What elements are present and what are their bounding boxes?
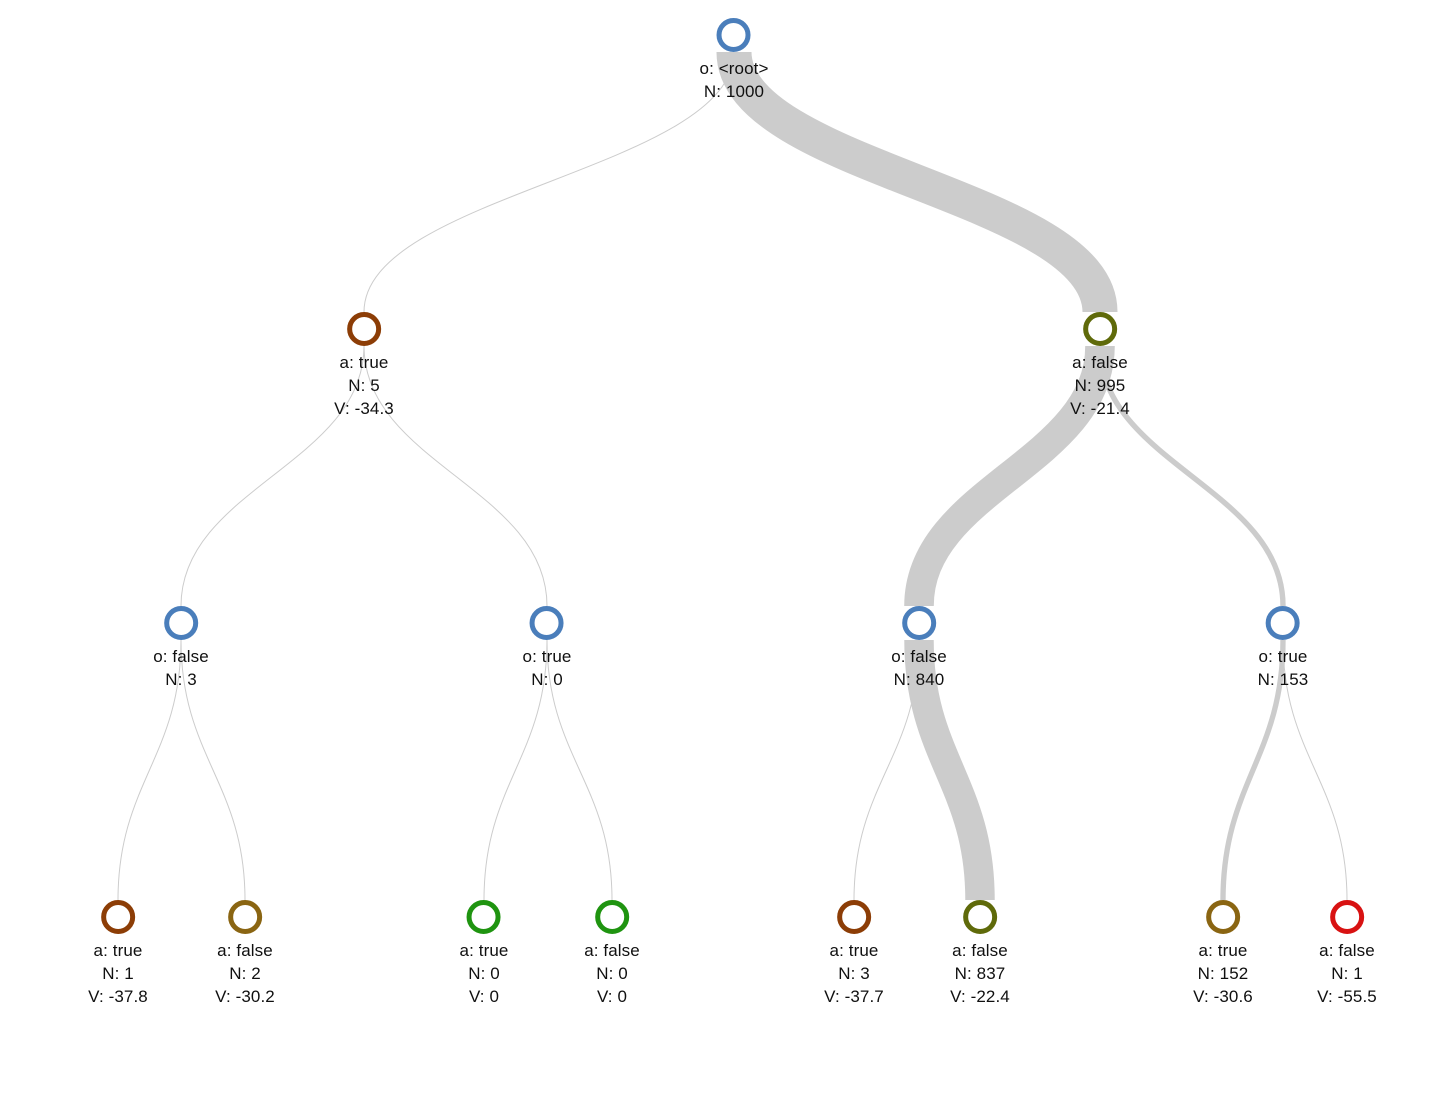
tree-edge (546, 639, 613, 901)
node-label-line: N: 3 (165, 670, 197, 689)
node-label-block: a: false N: 995 V: -21.4 (1070, 351, 1130, 420)
node-label-line: N: 840 (893, 670, 945, 689)
node-label-block: a: true N: 5 V: -34.3 (334, 351, 394, 420)
tree-node-n-o-false-840[interactable]: o: false N: 840 (891, 606, 947, 691)
node-label-line: V: 0 (468, 987, 499, 1006)
node-label-line: a: true (339, 353, 389, 372)
tree-edge (363, 51, 735, 313)
node-label-block: o: true N: 153 (1258, 645, 1309, 691)
node-label-line: a: false (217, 941, 273, 960)
node-label-line: N: 0 (531, 670, 563, 689)
node-circle-icon[interactable] (100, 900, 135, 934)
node-circle-icon[interactable] (1082, 312, 1117, 346)
node-circle-icon[interactable] (1205, 900, 1240, 934)
node-label-block: a: true N: 1 V: -37.8 (88, 939, 148, 1008)
node-label-line: V: 0 (596, 987, 627, 1006)
node-label-block: o: false N: 840 (891, 645, 947, 691)
node-label-line: V: -30.6 (1193, 987, 1253, 1006)
node-label-line: a: true (93, 941, 143, 960)
node-label-block: o: true N: 0 (523, 645, 572, 691)
tree-node-leaf-2[interactable]: a: false N: 2 V: -30.2 (215, 900, 275, 1008)
tree-edge (180, 639, 246, 901)
tree-edge (1220, 639, 1286, 901)
tree-node-leaf-8[interactable]: a: false N: 1 V: -55.5 (1317, 900, 1377, 1008)
tree-edge (363, 345, 548, 607)
node-label-line: N: 3 (838, 964, 870, 983)
node-label-line: V: -37.7 (824, 987, 884, 1006)
node-circle-icon[interactable] (1266, 606, 1300, 640)
node-label-line: N: 1000 (703, 82, 765, 101)
node-label-line: a: false (1319, 941, 1375, 960)
tree-edge (904, 639, 995, 901)
node-label-line: V: -37.8 (88, 987, 148, 1006)
tree-node-leaf-1[interactable]: a: true N: 1 V: -37.8 (88, 900, 148, 1008)
node-circle-icon[interactable] (716, 18, 751, 52)
node-label-line: N: 0 (468, 964, 500, 983)
node-circle-icon[interactable] (227, 900, 262, 934)
node-label-line: V: -34.3 (334, 399, 394, 418)
node-label-line: o: <root> (699, 59, 769, 78)
node-circle-icon[interactable] (530, 606, 564, 640)
tree-edge (716, 50, 1118, 314)
node-label-block: o: <root> N: 1000 (700, 57, 769, 103)
tree-edge (483, 639, 548, 901)
node-circle-icon[interactable] (467, 900, 501, 934)
node-label-line: a: false (1072, 353, 1128, 372)
node-label-line: N: 152 (1197, 964, 1249, 983)
node-label-block: o: false N: 3 (153, 645, 209, 691)
tree-node-leaf-6[interactable]: a: false N: 837 V: -22.4 (950, 900, 1010, 1008)
node-label-line: V: -22.4 (950, 987, 1010, 1006)
node-label-line: N: 5 (348, 376, 380, 395)
node-circle-icon[interactable] (836, 900, 871, 934)
node-label-block: a: true N: 0 V: 0 (460, 939, 509, 1008)
tree-edge (117, 639, 182, 901)
node-label-line: N: 0 (596, 964, 628, 983)
node-label-line: a: true (829, 941, 879, 960)
node-label-line: o: true (1258, 647, 1308, 666)
node-circle-icon[interactable] (902, 606, 936, 640)
node-label-line: o: true (522, 647, 572, 666)
node-label-block: a: false N: 0 V: 0 (584, 939, 640, 1008)
node-label-block: a: true N: 152 V: -30.6 (1193, 939, 1253, 1008)
node-label-line: o: false (153, 647, 209, 666)
node-label-line: o: false (891, 647, 947, 666)
tree-node-leaf-5[interactable]: a: true N: 3 V: -37.7 (824, 900, 884, 1008)
tree-node-n-o-false-3[interactable]: o: false N: 3 (153, 606, 209, 691)
tree-node-n-a-false[interactable]: a: false N: 995 V: -21.4 (1070, 312, 1130, 420)
node-label-line: a: false (952, 941, 1008, 960)
node-label-line: N: 1 (102, 964, 134, 983)
tree-edge (180, 345, 365, 607)
tree-edge (1282, 639, 1348, 901)
node-label-line: N: 2 (229, 964, 261, 983)
node-circle-icon[interactable] (1329, 900, 1364, 934)
node-label-line: N: 1 (1331, 964, 1363, 983)
node-label-line: N: 995 (1074, 376, 1126, 395)
tree-node-leaf-3[interactable]: a: true N: 0 V: 0 (460, 900, 509, 1008)
tree-node-n-o-true-153[interactable]: o: true N: 153 (1258, 606, 1309, 691)
node-label-line: a: true (1198, 941, 1248, 960)
node-label-block: a: true N: 3 V: -37.7 (824, 939, 884, 1008)
tree-node-n-o-true-0[interactable]: o: true N: 0 (523, 606, 572, 691)
tree-node-leaf-4[interactable]: a: false N: 0 V: 0 (584, 900, 640, 1008)
node-circle-icon[interactable] (164, 606, 198, 640)
tree-edge (904, 345, 1115, 607)
node-label-line: a: true (459, 941, 509, 960)
node-circle-icon[interactable] (595, 900, 629, 934)
node-label-block: a: false N: 2 V: -30.2 (215, 939, 275, 1008)
node-label-line: a: false (584, 941, 640, 960)
tree-node-root[interactable]: o: <root> N: 1000 (700, 18, 769, 103)
node-label-line: V: -30.2 (215, 987, 275, 1006)
node-label-line: N: 153 (1257, 670, 1309, 689)
node-label-line: N: 837 (954, 964, 1006, 983)
tree-node-leaf-7[interactable]: a: true N: 152 V: -30.6 (1193, 900, 1253, 1008)
tree-edge (1097, 345, 1286, 607)
node-label-block: a: false N: 837 V: -22.4 (950, 939, 1010, 1008)
node-circle-icon[interactable] (962, 900, 997, 934)
node-circle-icon[interactable] (346, 312, 381, 346)
node-label-block: a: false N: 1 V: -55.5 (1317, 939, 1377, 1008)
tree-node-n-a-true[interactable]: a: true N: 5 V: -34.3 (334, 312, 394, 420)
node-label-line: V: -55.5 (1317, 987, 1377, 1006)
node-label-line: V: -21.4 (1070, 399, 1130, 418)
